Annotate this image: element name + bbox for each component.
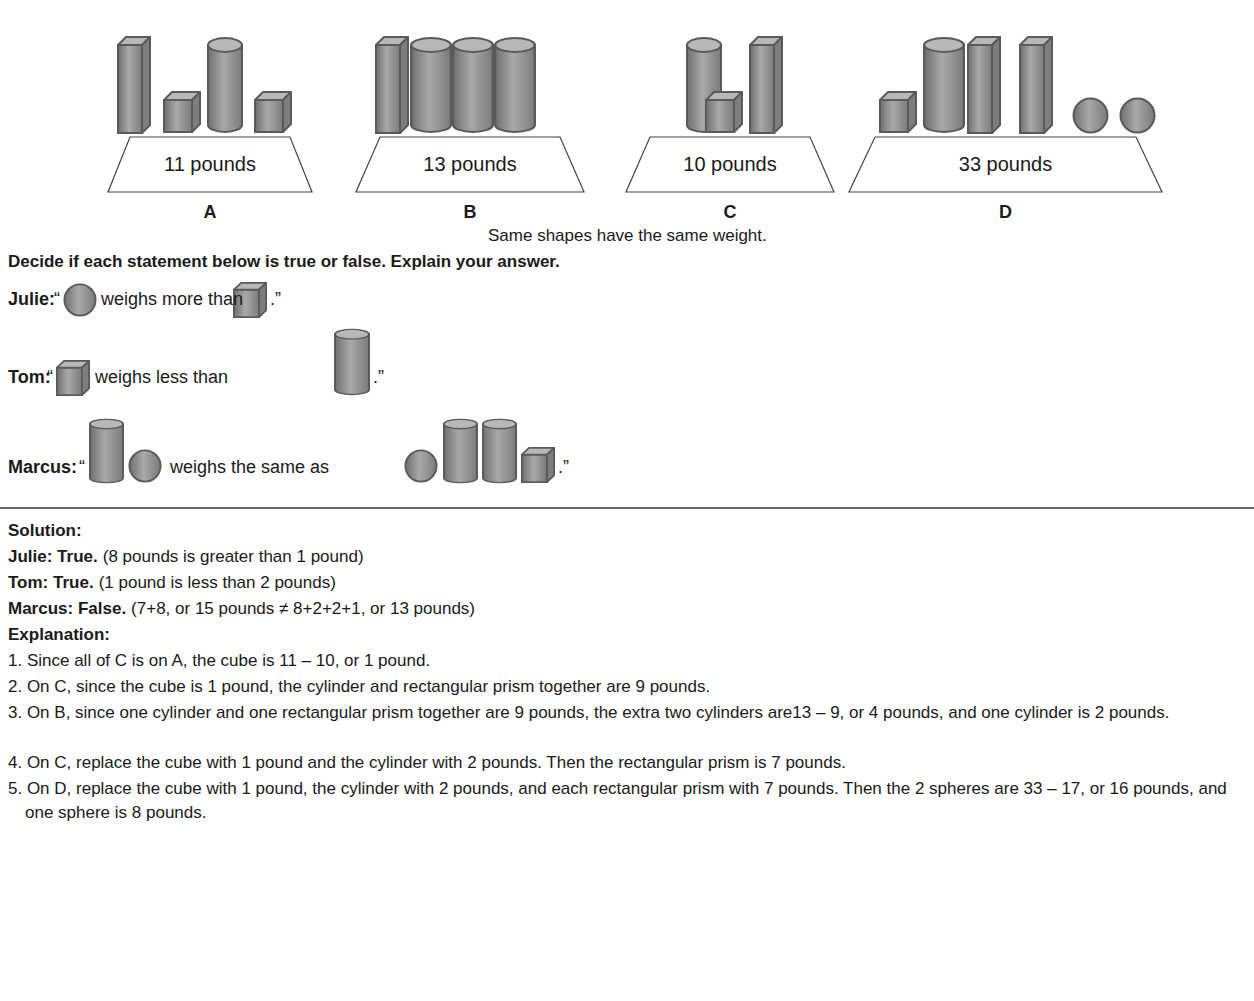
solution-row: Marcus: False. (7+8, or 15 pounds ≠ 8+2+2… (8, 597, 1240, 621)
scale-platform: 13 poundsB (355, 136, 585, 193)
scale-platform: 33 poundsD (848, 136, 1163, 193)
statement-text: .” (373, 367, 384, 387)
scale-platform: 10 poundsC (625, 136, 835, 193)
statement-text: Tom: (8, 367, 51, 387)
statement-text: .” (270, 289, 281, 309)
weight-label: 10 pounds (625, 136, 835, 193)
scale-letter: C (625, 202, 835, 223)
solution-text: (8 pounds is greater than 1 pound) (103, 547, 364, 566)
solution-heading: Julie: True. (8, 547, 98, 566)
weight-label: 13 pounds (355, 136, 585, 193)
weight-label: 33 pounds (848, 136, 1163, 193)
statement-text: “ (54, 289, 60, 309)
solution-row: Tom: True. (1 pound is less than 2 pounds… (8, 571, 1240, 595)
solution-heading: Tom: True. (8, 573, 94, 592)
solution-row: 3. On B, since one cylinder and one rect… (8, 701, 1240, 725)
scale-letter: B (355, 202, 585, 223)
solution-heading: Solution: (8, 521, 82, 540)
solution-text: 2. On C, since the cube is 1 pound, the … (8, 677, 710, 696)
solution-text: (1 pound is less than 2 pounds) (99, 573, 336, 592)
note-text: Decide if each statement below is true o… (8, 252, 560, 272)
statement-text: weighs less than (95, 367, 228, 387)
solution-heading: Explanation: (8, 625, 110, 644)
solution-row: 1. Since all of C is on A, the cube is 1… (8, 649, 1240, 673)
scale-letter: A (107, 202, 313, 223)
statement-text: weighs more than (101, 289, 243, 309)
solution-heading: Marcus: False. (8, 599, 126, 618)
solution-row: 5. On D, replace the cube with 1 pound, … (8, 777, 1240, 825)
solution-text: 1. Since all of C is on A, the cube is 1… (8, 651, 430, 670)
note-text: Same shapes have the same weight. (488, 226, 767, 246)
statement-text: “ (79, 457, 85, 477)
solution-row: 4. On C, replace the cube with 1 pound a… (8, 751, 1240, 775)
solution-text: 3. On B, since one cylinder and one rect… (8, 703, 1169, 722)
statement-text: weighs the same as (170, 457, 329, 477)
solution-row: Solution: (8, 519, 1240, 543)
statement-text: Marcus: (8, 457, 77, 477)
solution-row: Julie: True. (8 pounds is greater than 1 … (8, 545, 1240, 569)
statement-text: Julie: (8, 289, 55, 309)
solution-text: (7+8, or 15 pounds ≠ 8+2+2+1, or 13 poun… (131, 599, 475, 618)
solution-text: 4. On C, replace the cube with 1 pound a… (8, 753, 846, 772)
solution-row: Explanation: (8, 623, 1240, 647)
weight-label: 11 pounds (107, 136, 313, 193)
scale-platform: 11 poundsA (107, 136, 313, 193)
solution-text: 5. On D, replace the cube with 1 pound, … (8, 779, 1227, 822)
statement-text: .” (558, 457, 569, 477)
solution-row: 2. On C, since the cube is 1 pound, the … (8, 675, 1240, 699)
scale-letter: D (848, 202, 1163, 223)
statement-text: “ (47, 367, 53, 387)
